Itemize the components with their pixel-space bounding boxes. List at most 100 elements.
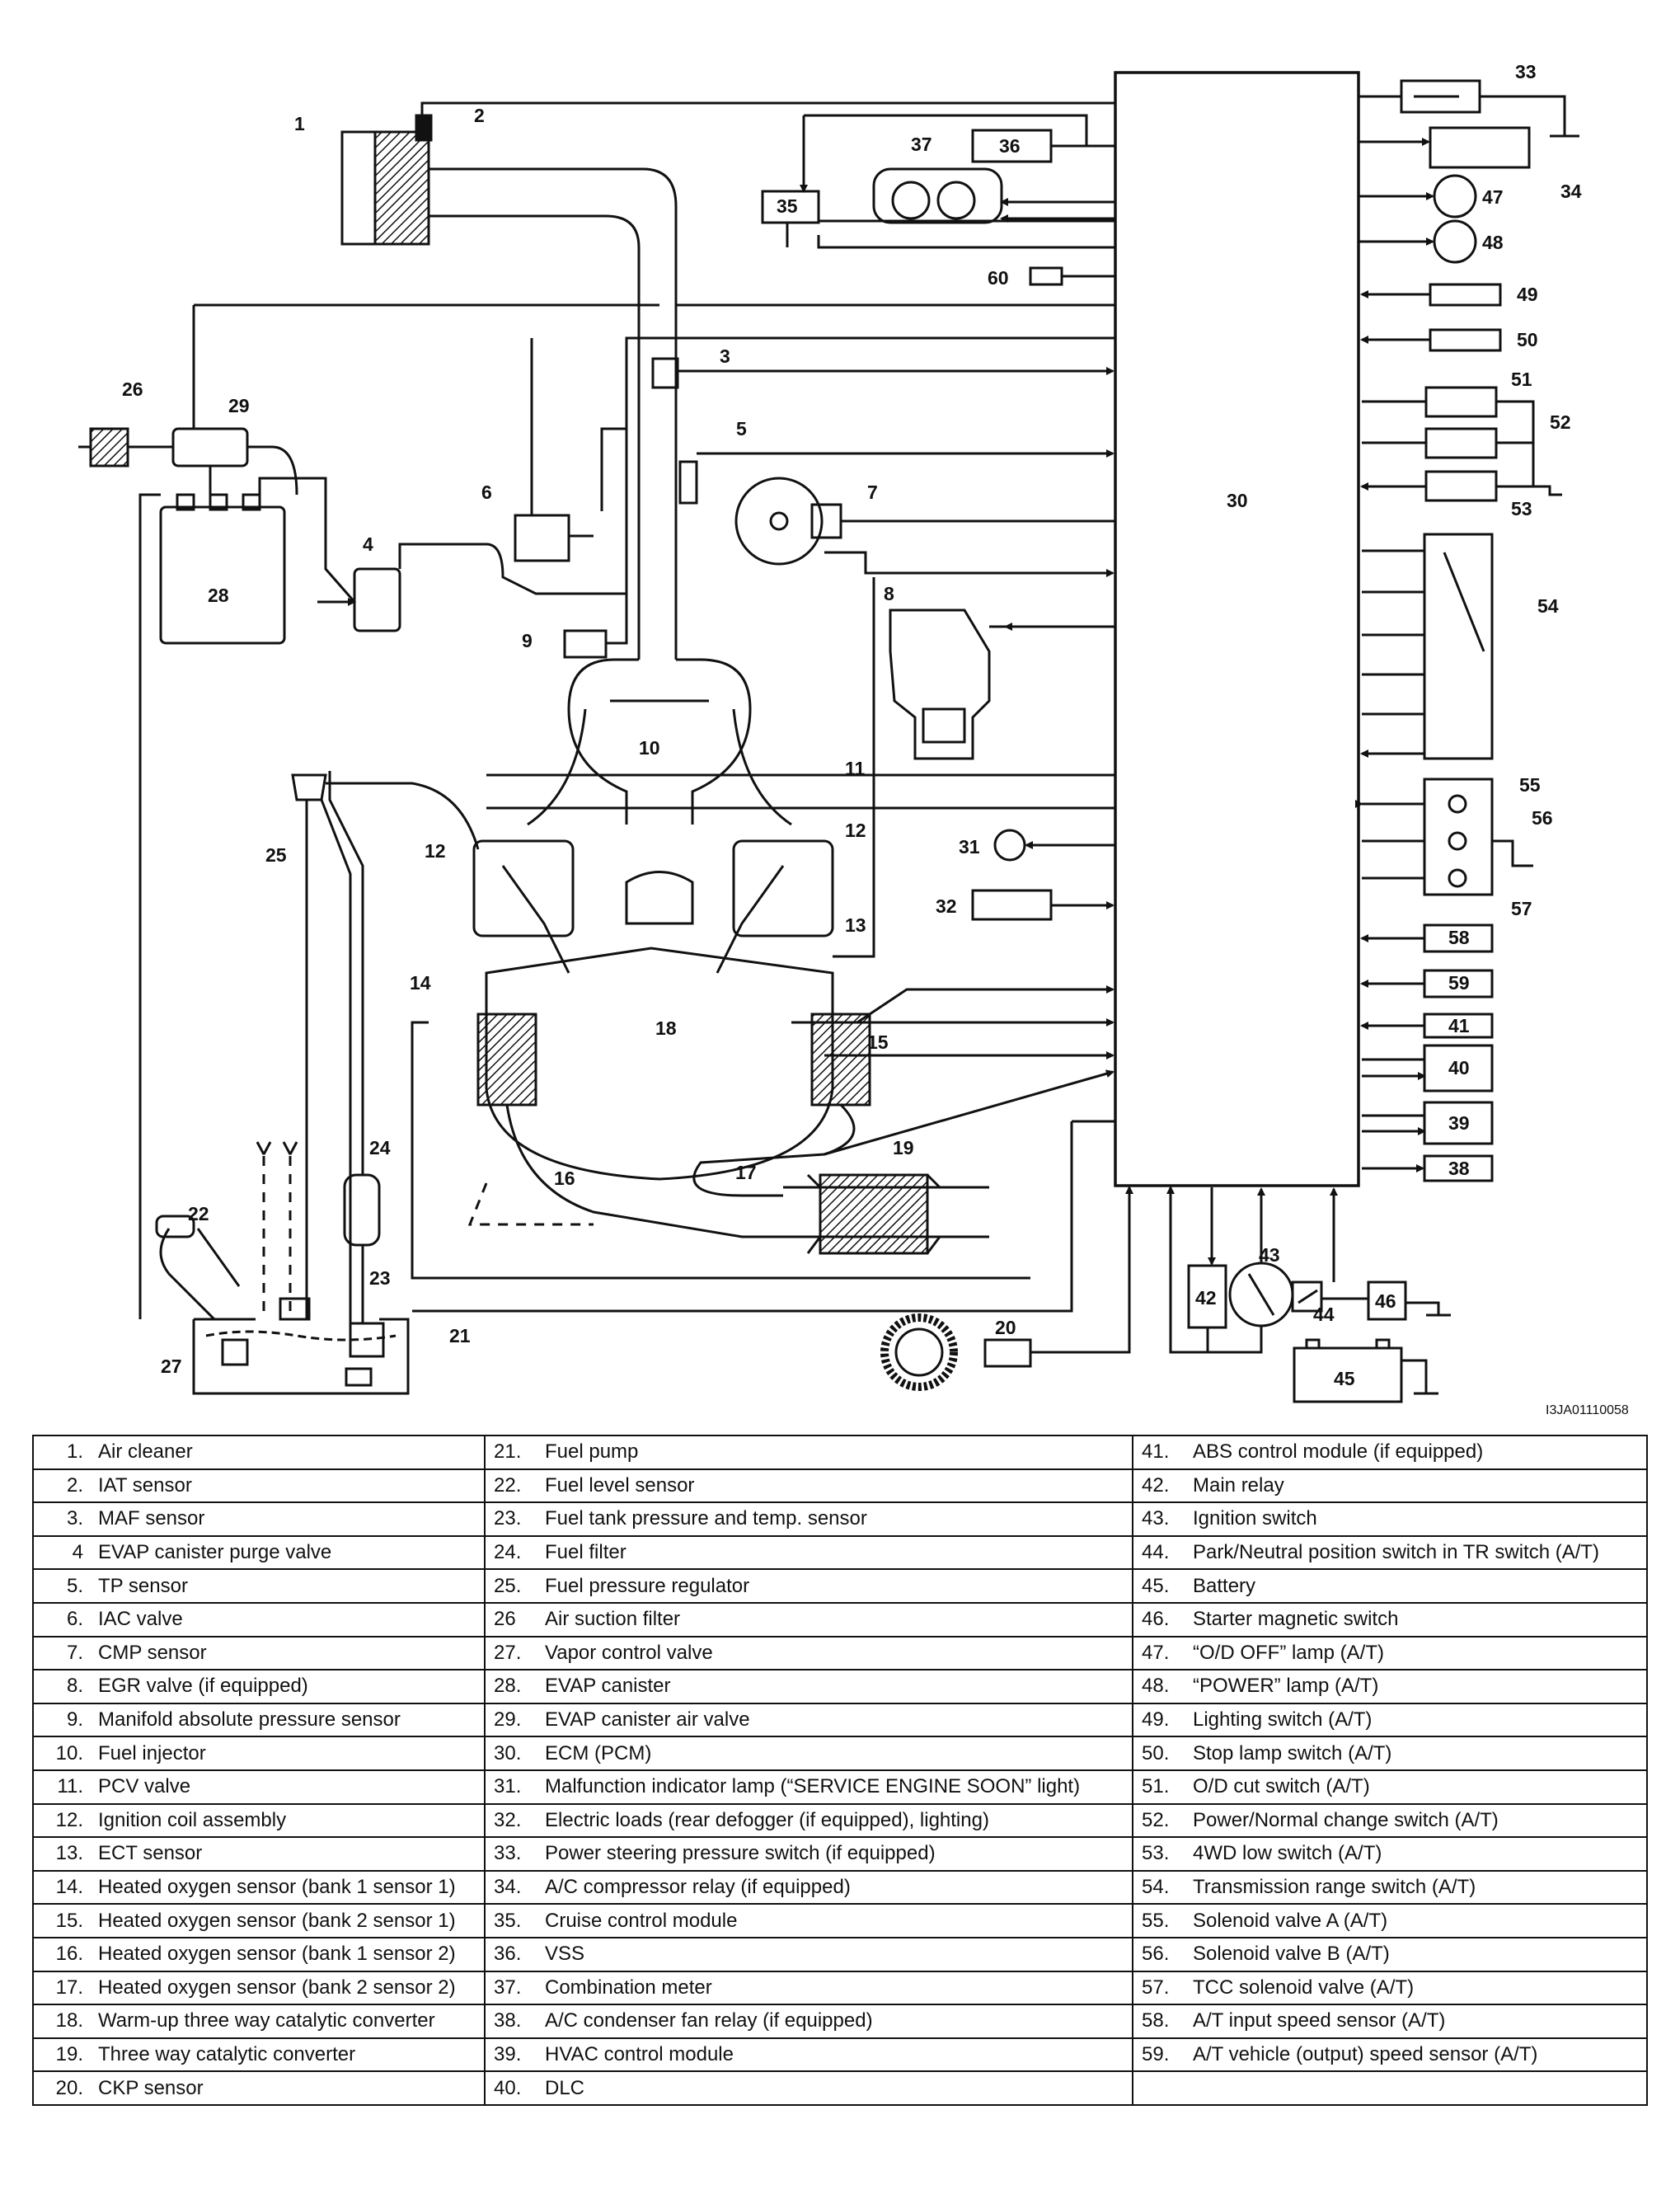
callout-48: 48: [1482, 232, 1504, 253]
cmp-sensor: [734, 477, 842, 566]
callout-11: 11: [845, 758, 866, 779]
legend-item-number: 23.: [494, 1507, 522, 1530]
mil-lamp: [993, 829, 1026, 862]
legend-item-label: DLC: [545, 2076, 585, 2099]
legend-item-label: Fuel injector: [98, 1741, 206, 1764]
legend-item-label: Lighting switch (A/T): [1193, 1708, 1373, 1732]
callout-57: 57: [1511, 898, 1532, 919]
legend-cell: [1132, 2070, 1648, 2106]
legend-item-label: Battery: [1193, 1574, 1256, 1597]
legend-item-label: Heated oxygen sensor (bank 2 sensor 1): [98, 1909, 456, 1932]
legend-item-number: 27.: [494, 1641, 522, 1664]
transmission-range-switch: [1423, 533, 1494, 760]
ecm-box: [1114, 71, 1360, 1187]
callout-22: 22: [188, 1203, 209, 1224]
legend-cell: 14.Heated oxygen sensor (bank 1 sensor 1…: [32, 1869, 486, 1905]
legend-cell: 3.MAF sensor: [32, 1501, 486, 1537]
pn-switch: [1291, 1280, 1323, 1313]
legend-item-number: 9.: [66, 1708, 83, 1732]
legend-item-label: A/T vehicle (output) speed sensor (A/T): [1193, 2042, 1538, 2065]
callout-12-left: 12: [425, 840, 446, 862]
callout-44: 44: [1313, 1304, 1335, 1325]
legend-item-number: 30.: [494, 1741, 522, 1764]
legend-item-number: 4: [72, 1541, 83, 1564]
legend-item-label: Fuel filter: [545, 1541, 626, 1564]
callout-43: 43: [1259, 1244, 1280, 1266]
callout-58: 58: [1448, 927, 1470, 948]
combination-meter: [872, 167, 1003, 224]
egr-valve: [889, 609, 1006, 760]
4wd-low-switch: [1424, 470, 1498, 502]
legend-item-label: EVAP canister air valve: [545, 1708, 750, 1732]
legend-cell: 10.Fuel injector: [32, 1736, 486, 1771]
legend-item-label: Cruise control module: [545, 1909, 738, 1932]
evap-purge-valve: [258, 477, 626, 632]
legend-cell: 49.Lighting switch (A/T): [1132, 1702, 1648, 1738]
legend-cell: 46.Starter magnetic switch: [1132, 1601, 1648, 1638]
legend-item-number: 8.: [66, 1675, 83, 1698]
legend-item-number: 15.: [55, 1909, 83, 1932]
legend-item-label: ECM (PCM): [545, 1741, 652, 1764]
legend-item-number: 16.: [55, 1943, 83, 1966]
engine-system-diagram: 1 2 3 4 5 6 7 8 9 10 11 12 12 13 14 15 1…: [78, 61, 1629, 1417]
callout-31: 31: [959, 836, 980, 858]
legend-item-number: 6.: [66, 1608, 83, 1631]
legend-item-number: 42.: [1142, 1473, 1170, 1497]
callout-41: 41: [1448, 1015, 1470, 1036]
fuel-filler-neck: [155, 1215, 241, 1321]
legend-cell: 48.“POWER” lamp (A/T): [1132, 1669, 1648, 1704]
legend-cell: 41.ABS control module (if equipped): [1132, 1435, 1648, 1470]
maf-sensor: [651, 357, 679, 389]
callout-labels: 1 2 3 4 5 6 7 8 9 10 11 12 12 13 14 15 1…: [122, 61, 1629, 1417]
three-way-catalytic-converter: [806, 1173, 941, 1255]
legend-cell: 55.Solenoid valve A (A/T): [1132, 1903, 1648, 1938]
legend-row: 17.Heated oxygen sensor (bank 2 sensor 2…: [32, 1970, 1648, 2006]
callout-1: 1: [294, 113, 305, 134]
callout-54: 54: [1537, 595, 1559, 617]
legend-item-number: 20.: [55, 2076, 83, 2099]
callout-24: 24: [369, 1137, 391, 1158]
legend-item-number: 53.: [1142, 1842, 1170, 1865]
legend-item-number: 37.: [494, 1976, 522, 1999]
callout-23: 23: [369, 1267, 391, 1289]
engine-block: [472, 839, 834, 1181]
legend-item-number: 2.: [66, 1473, 83, 1497]
legend-item-label: VSS: [545, 1943, 585, 1966]
legend-cell: 13.ECT sensor: [32, 1836, 486, 1872]
legend-cell: 8. EGR valve (if equipped): [32, 1669, 486, 1704]
callout-2: 2: [474, 105, 485, 126]
legend-item-label: EGR valve (if equipped): [98, 1675, 308, 1698]
legend-row: 15. Heated oxygen sensor (bank 2 sensor 1…: [32, 1903, 1648, 1938]
legend-item-label: O/D cut switch (A/T): [1193, 1775, 1370, 1798]
legend-cell: 28.EVAP canister: [484, 1669, 1133, 1704]
legend-cell: 19.Three way catalytic converter: [32, 2037, 486, 2073]
callout-52: 52: [1550, 411, 1571, 433]
legend-item-number: 50.: [1142, 1741, 1170, 1764]
legend-cell: 59.A/T vehicle (output) speed sensor (A/…: [1132, 2037, 1648, 2073]
legend-item-label: Fuel level sensor: [545, 1473, 695, 1497]
legend-item-number: 14.: [55, 1876, 83, 1899]
legend-item-label: Starter magnetic switch: [1193, 1608, 1399, 1631]
legend-cell: 45.Battery: [1132, 1568, 1648, 1604]
callout-4: 4: [363, 533, 373, 555]
intake-manifold: [527, 658, 792, 826]
legend-item-number: 17.: [55, 1976, 83, 1999]
power-normal-switch: [1424, 427, 1498, 459]
legend-item-number: 32.: [494, 1808, 522, 1831]
callout-18: 18: [655, 1017, 677, 1039]
legend-item-number: 1.: [66, 1440, 83, 1464]
legend-item-label: ABS control module (if equipped): [1193, 1440, 1484, 1464]
legend-cell: 20.CKP sensor: [32, 2070, 486, 2106]
callout-9: 9: [522, 630, 533, 651]
callout-13: 13: [845, 914, 866, 936]
legend-item-number: 11.: [57, 1775, 83, 1798]
legend-item-number: 52.: [1142, 1808, 1170, 1831]
callout-33: 33: [1515, 61, 1537, 82]
callout-59: 59: [1448, 972, 1470, 994]
